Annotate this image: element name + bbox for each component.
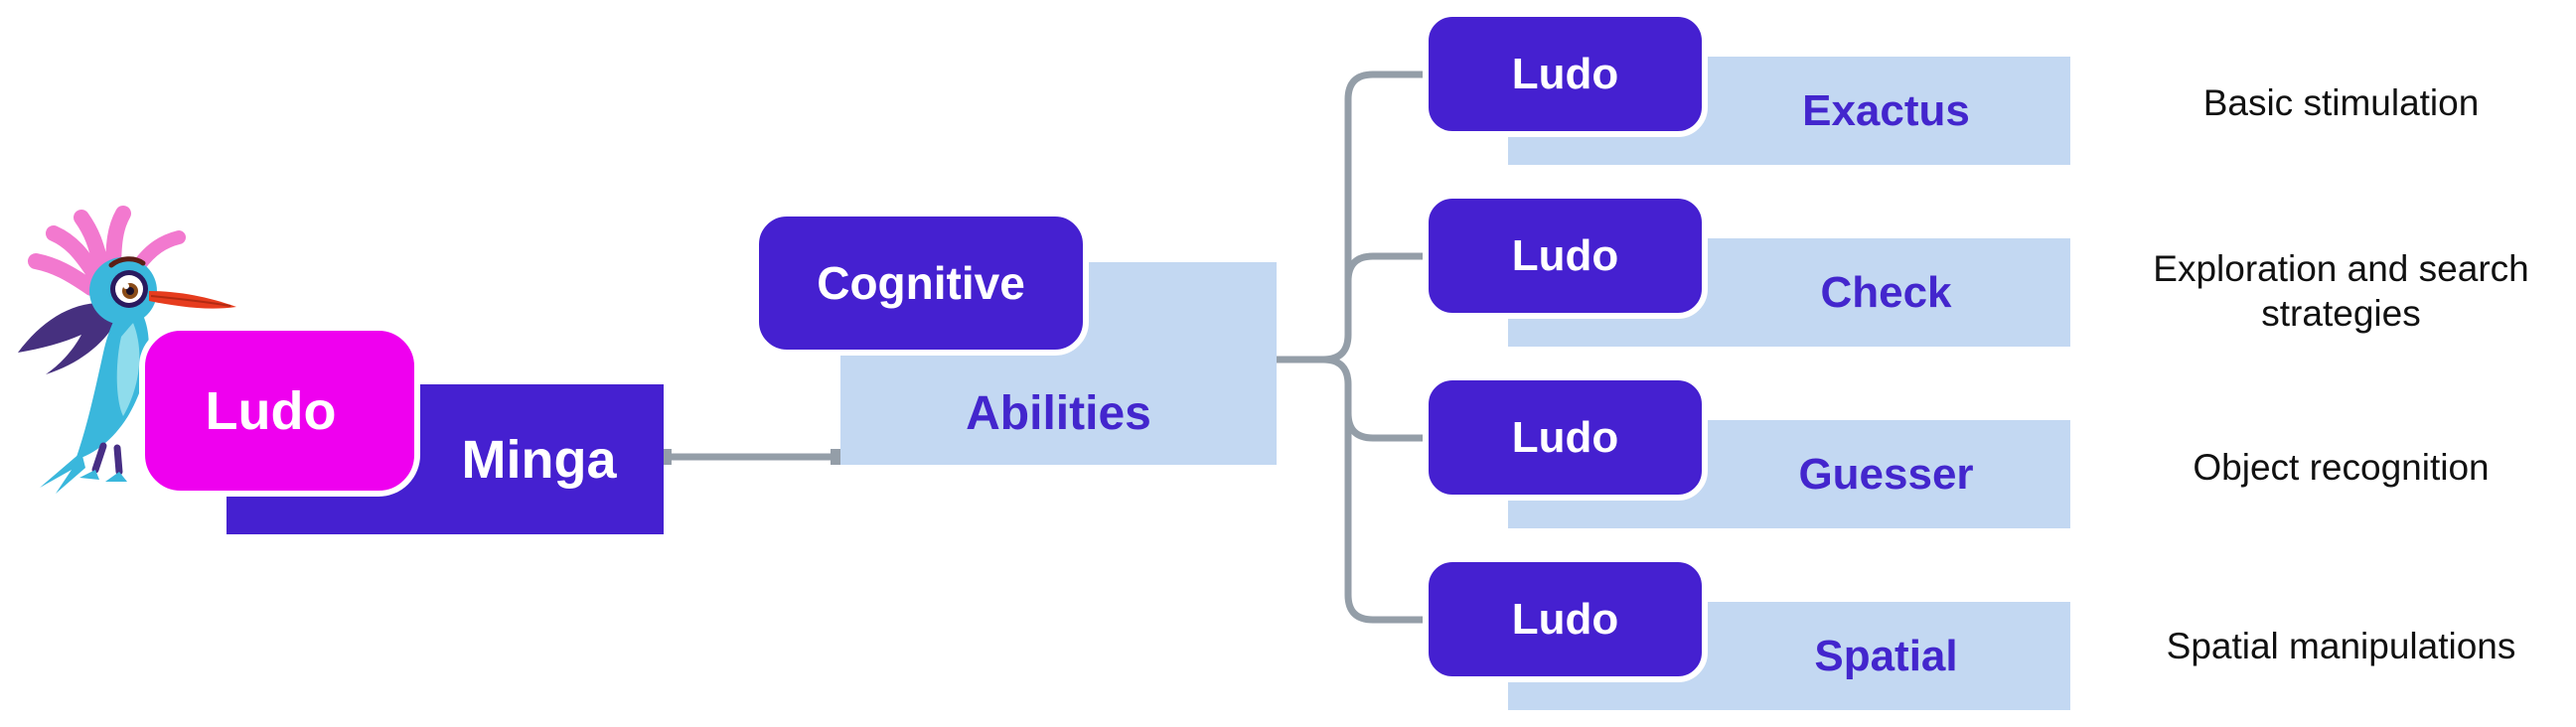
branch-node-label: Exactus: [1802, 85, 1970, 135]
branch-description-spatial: Spatial manipulations: [2166, 626, 2516, 666]
hub-badge-label: Cognitive: [817, 257, 1025, 309]
branch-badge-check: Ludo: [1423, 193, 1708, 319]
branch-description-check: Exploration and search strategies: [2153, 248, 2529, 334]
link-endpoint-left: [662, 449, 672, 465]
link-branch-3: [1344, 409, 1431, 442]
branch-badge-label: Ludo: [1511, 230, 1619, 280]
link-branch-1: [1319, 71, 1431, 364]
hub-node-label: Abilities: [966, 386, 1151, 440]
link-endpoint-right: [831, 449, 840, 465]
branch-node-label: Check: [1820, 267, 1952, 317]
branch-badge-label: Ludo: [1511, 49, 1619, 98]
root-node-label: Minga: [461, 429, 617, 490]
branch-node-label: Spatial: [1814, 631, 1958, 680]
link-branch-2: [1344, 252, 1431, 285]
link-branch-4: [1319, 356, 1431, 624]
root-badge-label: Ludo: [205, 380, 337, 441]
hub-badge: Cognitive: [753, 211, 1089, 356]
root-badge: Ludo: [139, 325, 420, 497]
branch-description-guesser: Object recognition: [2193, 447, 2490, 488]
hummingbird-mascot-icon: [18, 206, 236, 494]
branch-description-exactus: Basic stimulation: [2202, 82, 2480, 123]
branch-badge-label: Ludo: [1511, 594, 1619, 644]
branch-node-label: Guesser: [1798, 449, 1974, 499]
branch-badge-label: Ludo: [1511, 412, 1619, 462]
branch-badge-exactus: Ludo: [1423, 11, 1708, 137]
branch-badge-guesser: Ludo: [1423, 374, 1708, 501]
branch-badge-spatial: Ludo: [1423, 556, 1708, 682]
